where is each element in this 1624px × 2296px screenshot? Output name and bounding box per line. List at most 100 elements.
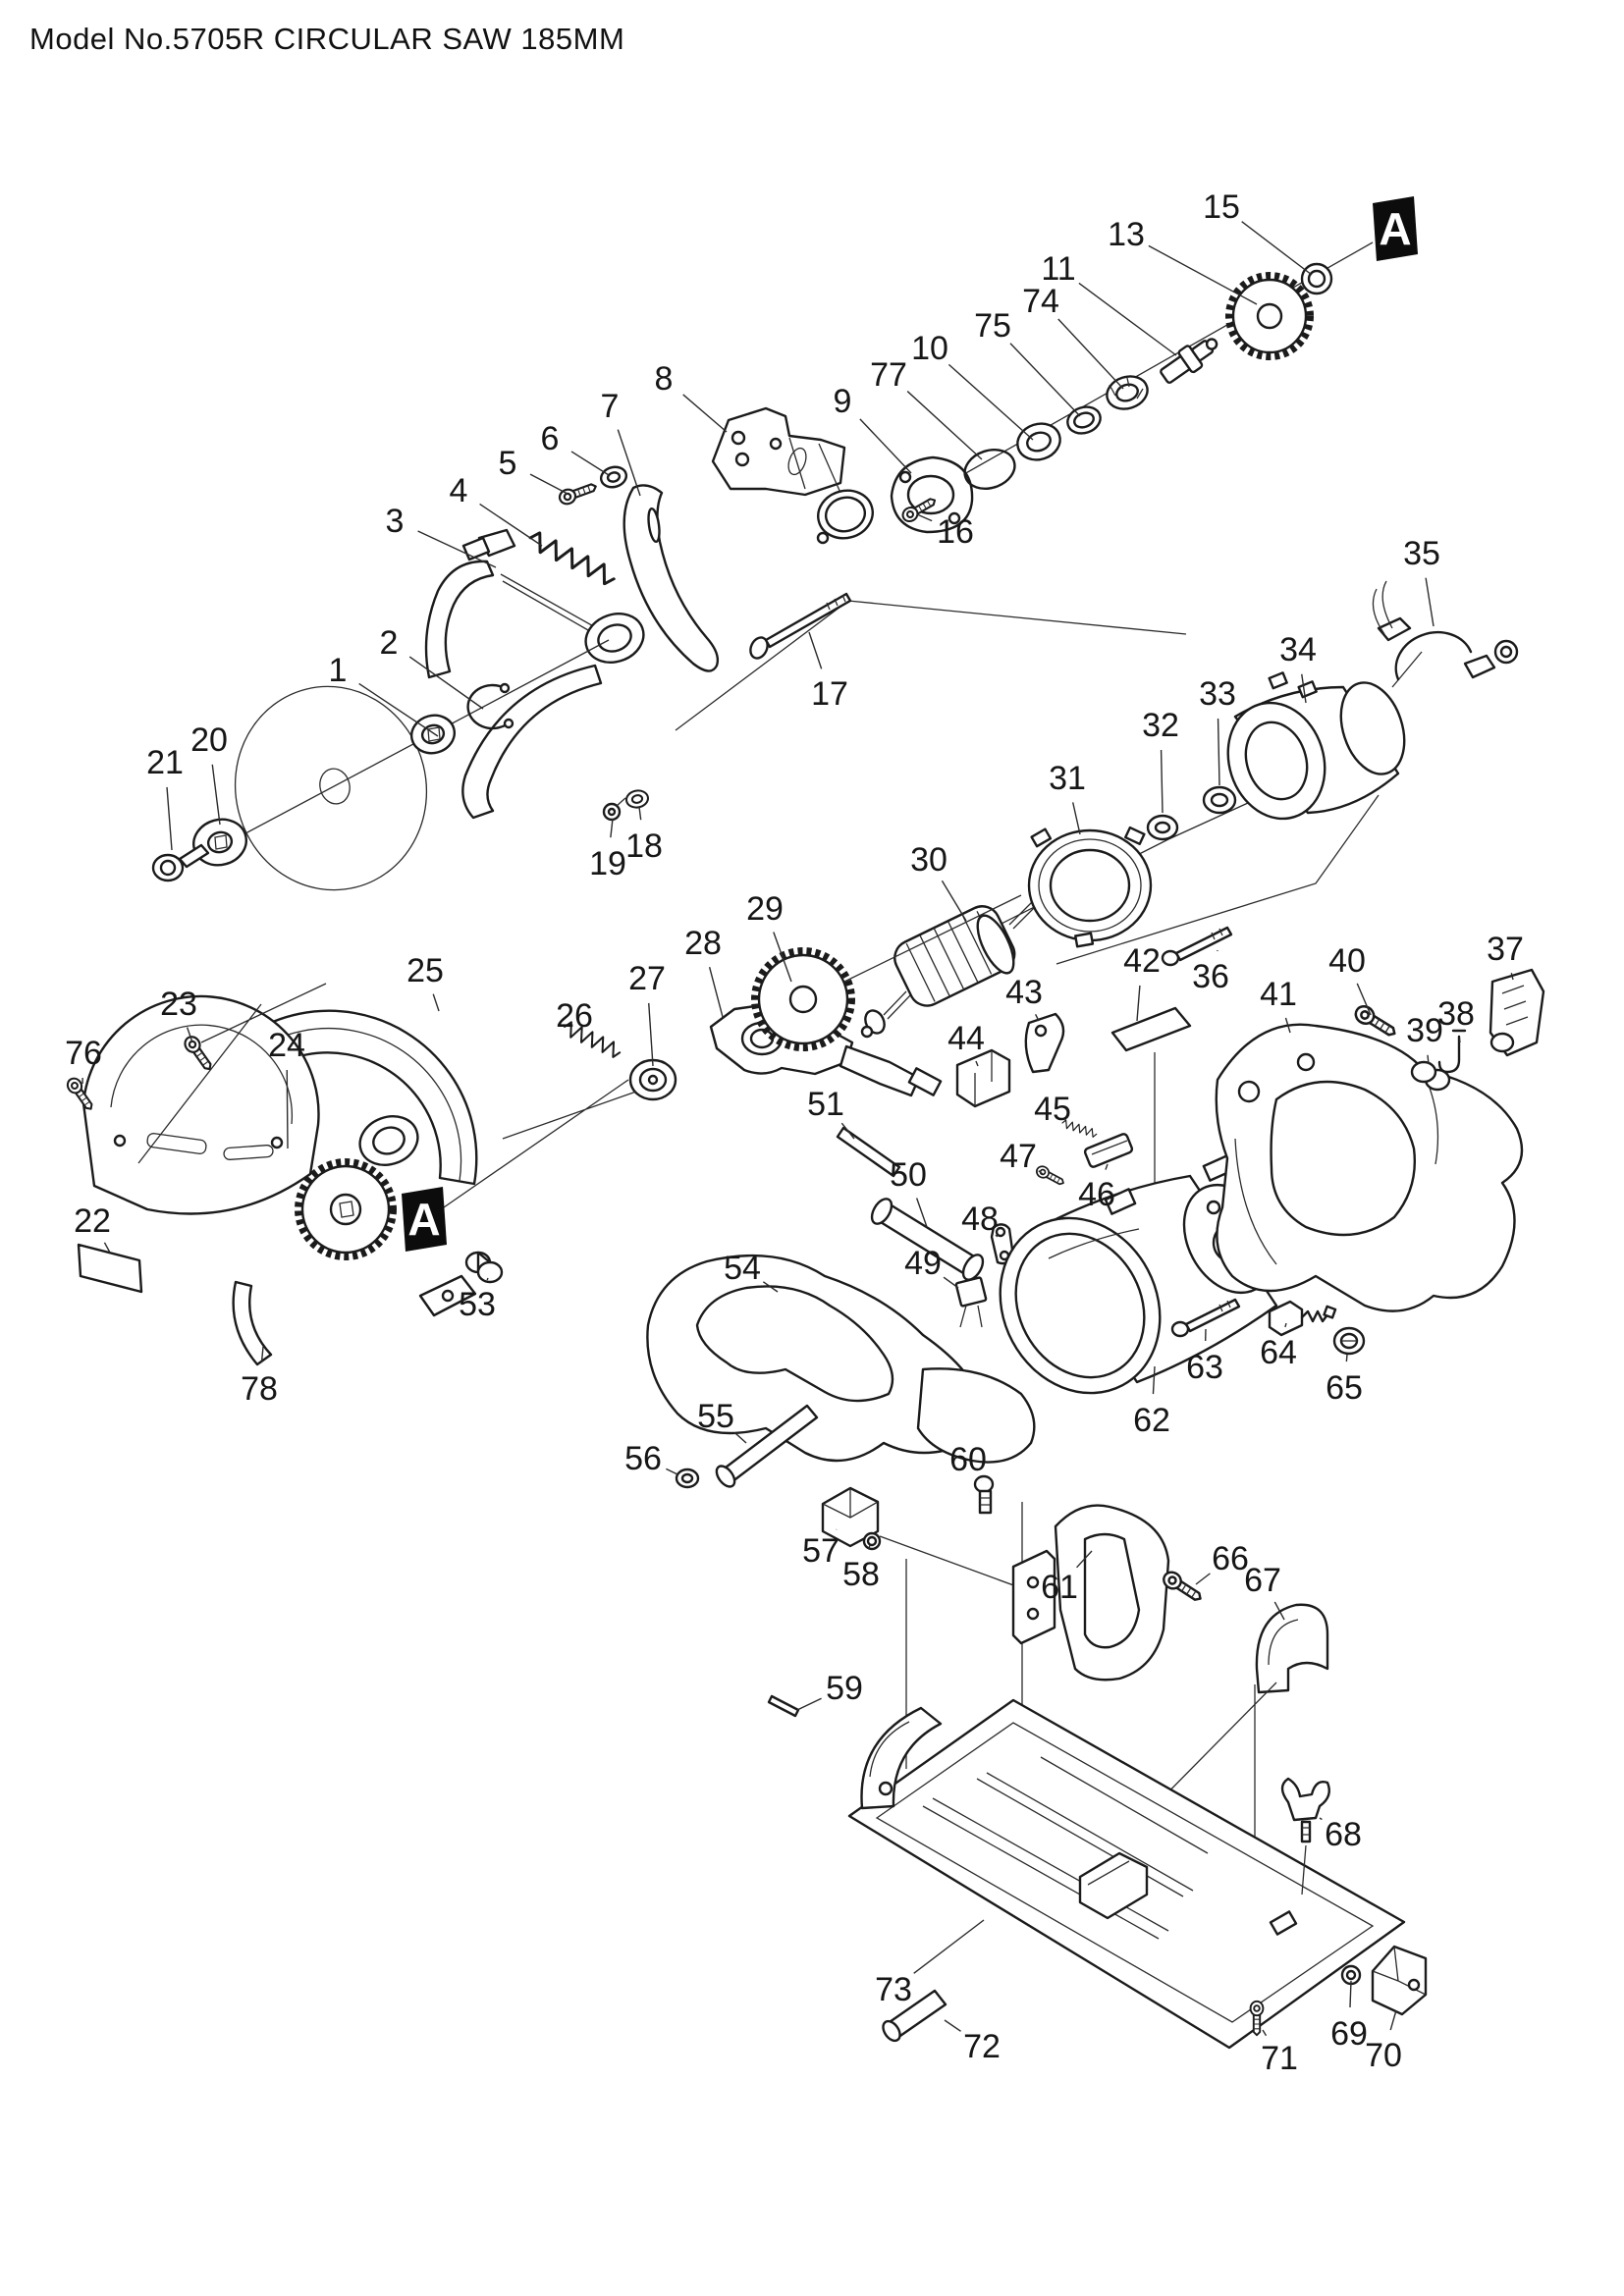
leader-line-13 <box>1148 244 1258 305</box>
leader-line-47 <box>1038 1170 1044 1175</box>
name-plate-42 <box>1110 1006 1192 1052</box>
motor-drawing <box>860 580 1519 1039</box>
leader-line-69 <box>1349 1980 1352 2008</box>
blade-group-drawing <box>151 639 651 891</box>
leader-line-15 <box>1241 221 1313 276</box>
leader-line-51 <box>840 1122 855 1140</box>
leader-line-56 <box>666 1468 678 1475</box>
leader-line-5 <box>529 473 568 495</box>
leader-line-4 <box>479 503 543 547</box>
leader-line-68 <box>1319 1817 1323 1821</box>
leader-line-37 <box>1510 973 1514 981</box>
leader-line-3 <box>417 530 497 568</box>
leader-line-27 <box>648 1002 654 1067</box>
part-number-58: 58 <box>842 1556 880 1593</box>
part-number-61: 61 <box>1041 1569 1078 1606</box>
leader-line-78 <box>260 1346 264 1363</box>
leader-line-10 <box>947 363 1034 441</box>
part-number-8: 8 <box>655 360 674 398</box>
safety-cover-24 <box>81 994 320 1215</box>
leader-line-38 <box>1458 1038 1461 1043</box>
leader-line-61 <box>1076 1550 1093 1569</box>
return-lever-7 <box>623 484 720 672</box>
part-number-23: 23 <box>160 986 197 1023</box>
part-number-69: 69 <box>1330 2015 1368 2053</box>
leader-line-30 <box>941 880 967 922</box>
ring-75 <box>1073 411 1095 429</box>
part-number-64: 64 <box>1260 1334 1297 1371</box>
bolt-17-head <box>749 636 769 660</box>
part-number-55: 55 <box>697 1398 734 1435</box>
part-number-77: 77 <box>870 356 907 394</box>
part-number-35: 35 <box>1403 535 1440 572</box>
leader-line-33 <box>1217 718 1220 786</box>
slider-46 <box>1083 1133 1134 1168</box>
blade-case-drawing <box>64 894 1022 1366</box>
leader-line-35 <box>1425 577 1435 627</box>
part-number-60: 60 <box>949 1441 987 1478</box>
part-number-68: 68 <box>1325 1816 1362 1853</box>
part-number-24: 24 <box>268 1027 305 1064</box>
part-number-54: 54 <box>724 1250 761 1287</box>
part-number-57: 57 <box>802 1532 839 1570</box>
leader-line-70 <box>1389 2009 1397 2031</box>
leader-line-73 <box>913 1919 985 1974</box>
part-number-62: 62 <box>1133 1402 1170 1439</box>
part-number-34: 34 <box>1279 631 1317 668</box>
leader-line-66 <box>1195 1573 1211 1585</box>
part-number-44: 44 <box>947 1020 985 1057</box>
part-number-7: 7 <box>601 388 620 425</box>
part-number-45: 45 <box>1034 1091 1071 1128</box>
part-number-15: 15 <box>1203 188 1240 226</box>
guard-bracket-8 <box>711 406 846 497</box>
part-number-53: 53 <box>459 1286 496 1323</box>
handle-cover-drawing <box>646 1254 1329 2018</box>
safety-cover-band <box>461 664 603 820</box>
leader-line-19 <box>610 818 614 838</box>
pin-51 <box>836 1126 901 1178</box>
leader-line-2 <box>408 656 484 710</box>
part-number-50: 50 <box>890 1156 927 1194</box>
part-number-71: 71 <box>1261 2040 1298 2077</box>
part-number-27: 27 <box>628 960 666 997</box>
label-plate-22 <box>77 1243 143 1294</box>
leader-line-24 <box>286 1069 289 1149</box>
part-number-47: 47 <box>1000 1138 1037 1175</box>
leader-line-75 <box>1009 343 1081 417</box>
leader-line-43 <box>1035 1013 1040 1022</box>
part-number-70: 70 <box>1365 2037 1402 2074</box>
leader-line-22 <box>103 1242 111 1254</box>
leader-line-49 <box>943 1276 959 1289</box>
leader-line-42 <box>1136 985 1141 1022</box>
part-number-43: 43 <box>1005 974 1043 1011</box>
part-number-13: 13 <box>1108 216 1145 253</box>
spindle-11 <box>1160 338 1218 384</box>
spindle-train-drawing <box>890 241 1374 534</box>
part-number-66: 66 <box>1212 1540 1249 1577</box>
part-number-29: 29 <box>746 890 784 928</box>
part-number-26: 26 <box>556 997 593 1035</box>
part-number-9: 9 <box>834 383 852 420</box>
leader-line-25 <box>432 993 440 1012</box>
part-number-16: 16 <box>937 513 974 551</box>
detail-marker-letter: A <box>1379 203 1411 254</box>
adjust-arm-3 <box>424 560 495 679</box>
part-number-75: 75 <box>974 307 1011 345</box>
leader-line-41 <box>1284 1017 1291 1034</box>
part-number-72: 72 <box>963 2028 1001 2065</box>
part-number-65: 65 <box>1326 1369 1363 1407</box>
part-number-4: 4 <box>450 472 468 509</box>
hook-38 <box>1437 1029 1467 1074</box>
part-number-2: 2 <box>380 624 399 662</box>
part-number-10: 10 <box>911 330 948 367</box>
leader-line-59 <box>796 1697 822 1711</box>
part-number-30: 30 <box>910 841 947 879</box>
clamp-67 <box>1255 1603 1329 1694</box>
part-number-18: 18 <box>625 828 663 865</box>
leader-line-50 <box>915 1198 928 1228</box>
part-number-74: 74 <box>1022 283 1059 320</box>
leader-line-65 <box>1345 1354 1348 1362</box>
leader-line-55 <box>733 1431 747 1444</box>
part-number-38: 38 <box>1437 995 1475 1033</box>
